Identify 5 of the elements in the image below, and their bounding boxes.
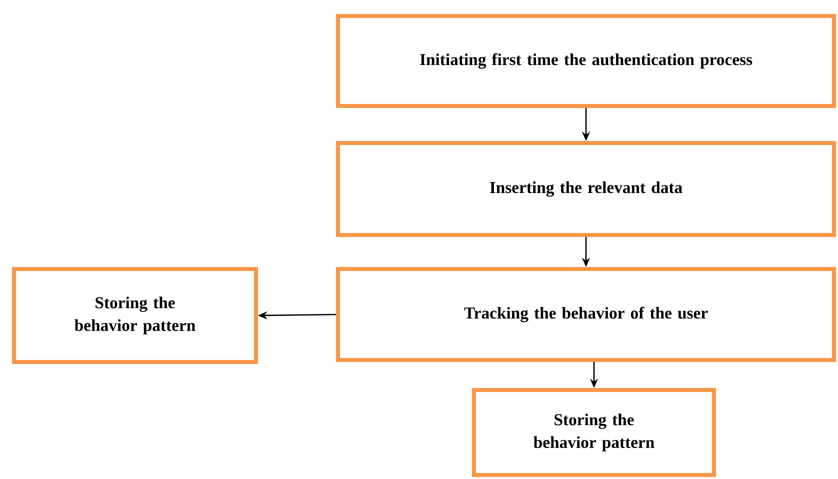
- process-box: Inserting the relevant data: [336, 141, 836, 237]
- process-box: Storing the behavior pattern: [12, 266, 258, 364]
- process-box: Storing the behavior pattern: [472, 388, 716, 478]
- process-box: Initiating first time the authentication process: [336, 14, 836, 108]
- process-box: Tracking the behavior of the user: [336, 267, 836, 362]
